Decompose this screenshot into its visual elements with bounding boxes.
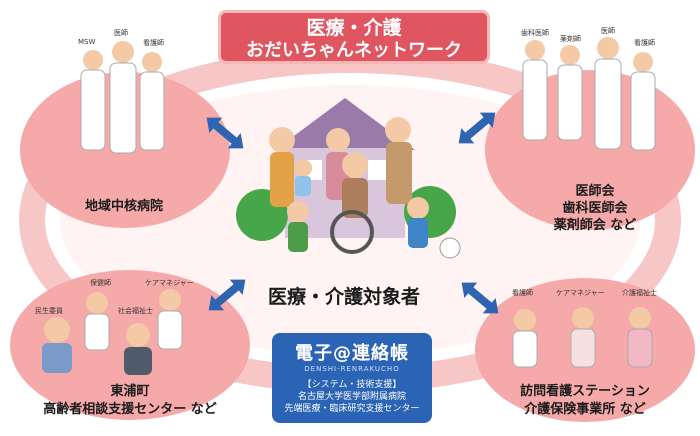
blob-bottom-left	[10, 270, 250, 420]
system-support-line: 名古屋大学医学部附属病院	[297, 392, 406, 402]
staff-bottom-left	[42, 289, 183, 375]
staff-top-right	[522, 37, 656, 151]
system-support-line: 先端医療・臨床研究支援センター	[284, 404, 420, 414]
role-label: 医師	[114, 29, 128, 37]
family-illustration	[269, 117, 461, 259]
group-label-line: 医師会	[575, 184, 615, 199]
group-label-bottom-right: 訪問看護ステーション 介護保険事業所 など	[495, 383, 675, 419]
network-title-line1: 医療・介護	[306, 17, 402, 39]
group-label-line: 介護保険事業所 など	[524, 402, 646, 417]
system-logo-sub: DENSHI-RENRAKUCHO	[304, 365, 400, 373]
role-label: 介護福祉士	[622, 289, 657, 297]
role-label: 民生委員	[35, 307, 63, 315]
role-label: 看護師	[634, 39, 655, 47]
group-label-line: 薬剤師会 など	[553, 218, 637, 233]
system-support-title: 【システム・技術支援】	[302, 380, 402, 390]
group-label-line: 高齢者相談支援センター など	[43, 402, 217, 417]
role-label: 社会福祉士	[118, 307, 153, 315]
role-label: MSW	[78, 38, 96, 46]
group-label-line: 訪問看護ステーション	[520, 384, 650, 399]
role-label: ケアマネジャー	[145, 279, 194, 287]
network-title: 医療・介護 おだいちゃんネットワーク	[218, 10, 490, 64]
arrow-bottom-left	[208, 279, 246, 311]
role-label: ケアマネジャー	[556, 289, 605, 297]
group-label-bottom-left: 東浦町 高齢者相談支援センター など	[30, 383, 230, 419]
staff-bottom-right	[512, 307, 653, 368]
network-title-line2: おだいちゃんネットワーク	[246, 40, 462, 61]
role-label: 薬剤師	[560, 35, 581, 43]
group-label-top-right: 医師会 歯科医師会 薬剤師会 など	[540, 183, 650, 234]
arrows	[206, 112, 499, 314]
role-label: 看護師	[512, 289, 533, 297]
system-logo: 電子@連絡帳	[295, 343, 409, 364]
arrow-top-left	[206, 117, 244, 149]
group-label-top-left: 地域中核病院	[85, 199, 164, 214]
role-label: 歯科医師	[521, 29, 549, 37]
center-label: 医療・介護対象者	[268, 286, 421, 308]
arrow-bottom-right	[461, 282, 499, 314]
system-box: 電子@連絡帳 DENSHI-RENRAKUCHO 【システム・技術支援】 名古屋…	[272, 333, 432, 423]
role-label: 医師	[601, 27, 615, 35]
role-label: 保健師	[90, 279, 111, 287]
group-label-line: 東浦町	[110, 384, 150, 399]
role-label: 看護師	[143, 39, 164, 47]
arrow-top-right	[458, 112, 496, 144]
group-label-line: 歯科医師会	[562, 201, 628, 216]
staff-top-left	[80, 41, 165, 154]
